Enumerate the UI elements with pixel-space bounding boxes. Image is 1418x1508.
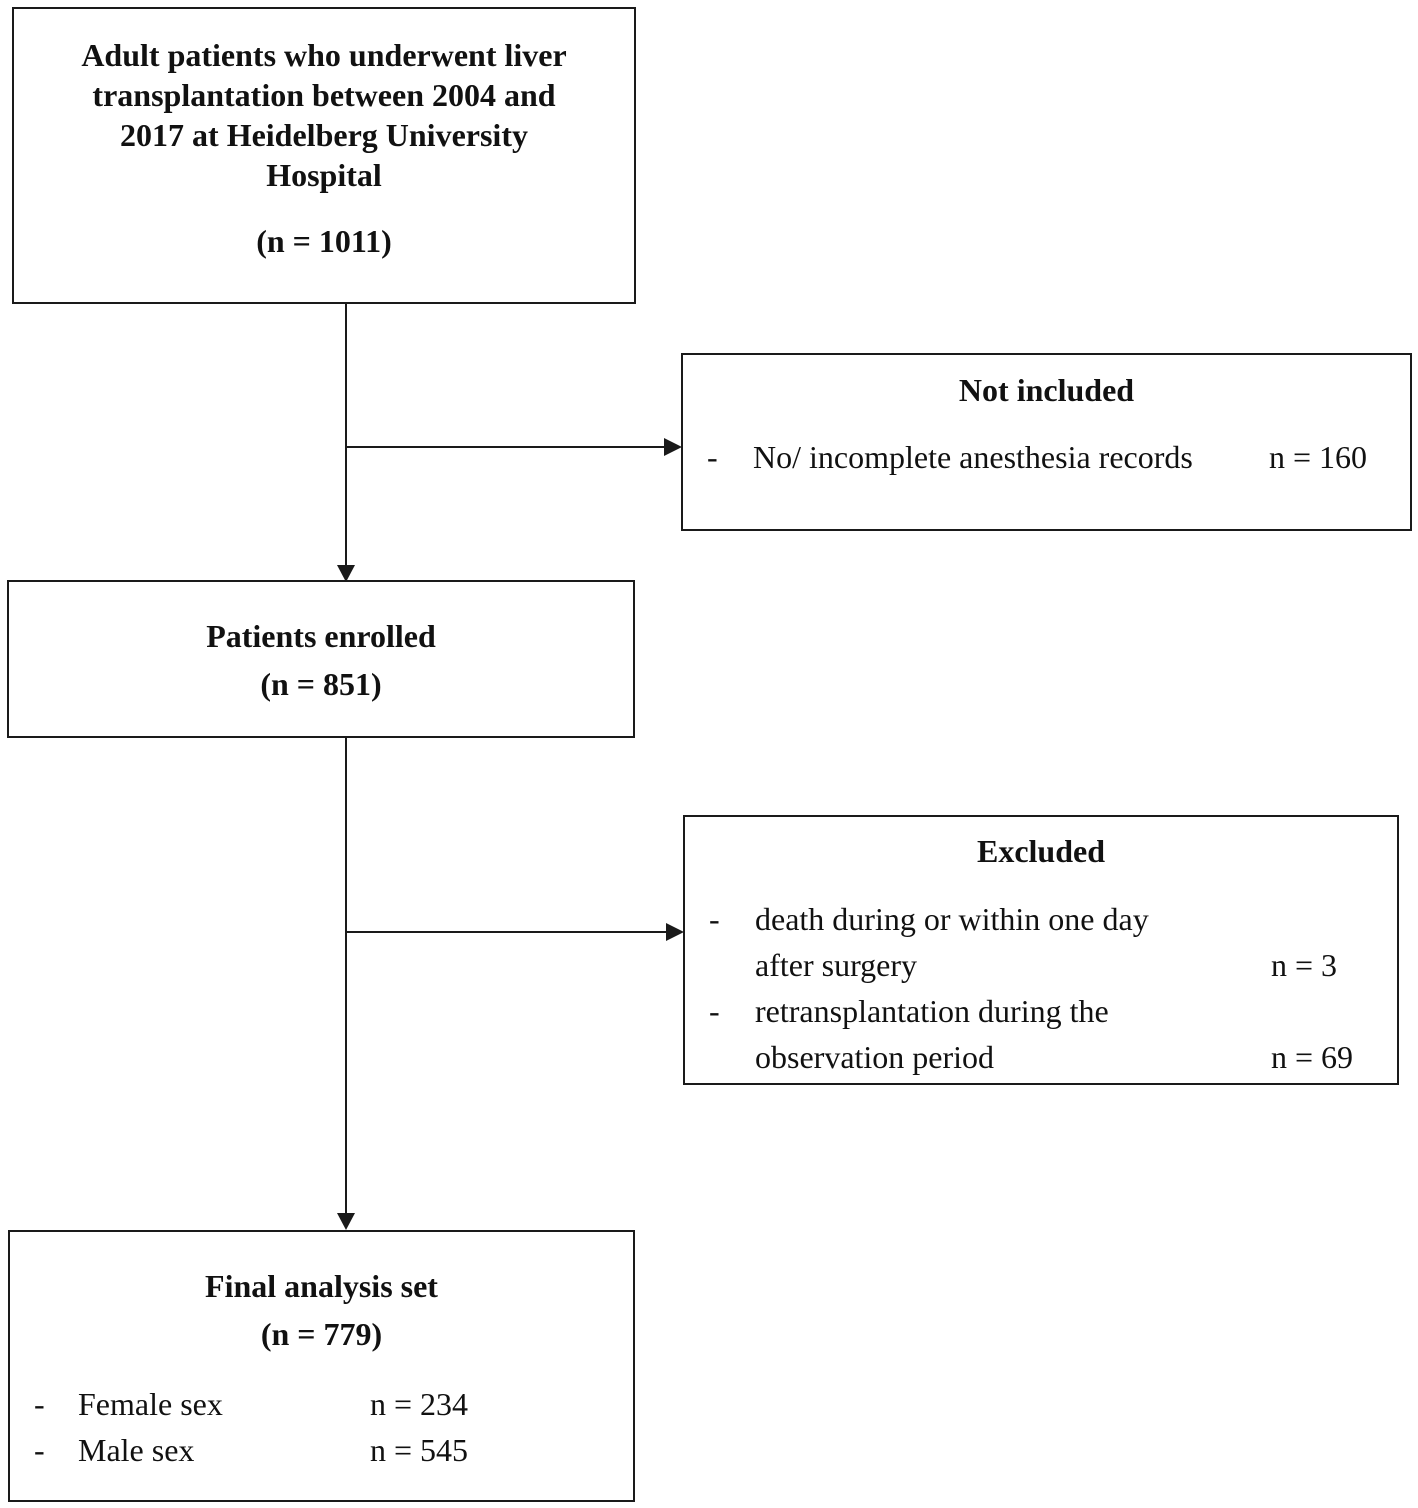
source-title-line: Hospital (266, 157, 382, 193)
excluded-reason-line: retransplantation during the (755, 993, 1109, 1029)
not-included-box: Not included - No/ incomplete anesthesia… (681, 353, 1412, 531)
excluded-count: n = 3 (1271, 947, 1338, 983)
final-subgroup-label: Male sex (78, 1432, 195, 1468)
source-title-line: transplantation between 2004 and (92, 77, 556, 113)
excluded-reason-line: death during or within one day (755, 901, 1149, 937)
list-bullet: - (34, 1432, 45, 1468)
final-subgroup-count: n = 545 (370, 1432, 469, 1468)
list-bullet: - (709, 993, 720, 1029)
final-subgroup-count: n = 234 (370, 1386, 469, 1422)
source-title-line: Adult patients who underwent liver (81, 37, 567, 73)
enrolled-title: Patients enrolled (206, 618, 436, 654)
not-included-count: n = 160 (1269, 439, 1368, 475)
source-title-line: 2017 at Heidelberg University (120, 117, 528, 153)
arrow-down-icon (337, 565, 355, 582)
excluded-reason-line: after surgery (755, 947, 917, 983)
arrow-right-icon (664, 438, 682, 456)
final-analysis-box: Final analysis set (n = 779) - Female se… (8, 1230, 635, 1502)
excluded-heading: Excluded (976, 833, 1106, 869)
source-count: (n = 1011) (256, 223, 392, 259)
arrow-down-icon (337, 1213, 355, 1230)
list-bullet: - (34, 1386, 45, 1422)
list-bullet: - (709, 901, 720, 937)
source-population-box: Adult patients who underwent liver trans… (12, 7, 636, 304)
source-title: Adult patients who underwent liver trans… (14, 35, 634, 195)
excluded-reason-line: observation period (755, 1039, 995, 1075)
list-bullet: - (707, 439, 718, 475)
not-included-heading: Not included (958, 372, 1135, 408)
not-included-reason: No/ incomplete anesthesia records (753, 439, 1193, 475)
final-title: Final analysis set (205, 1268, 438, 1304)
final-subgroup-label: Female sex (78, 1386, 223, 1422)
enrolled-count: (n = 851) (260, 666, 382, 702)
enrolled-box: Patients enrolled (n = 851) (7, 580, 635, 738)
arrow-right-icon (666, 923, 684, 941)
excluded-count: n = 69 (1271, 1039, 1354, 1075)
final-count: (n = 779) (260, 1316, 383, 1352)
excluded-box: Excluded - death during or within one da… (683, 815, 1399, 1085)
